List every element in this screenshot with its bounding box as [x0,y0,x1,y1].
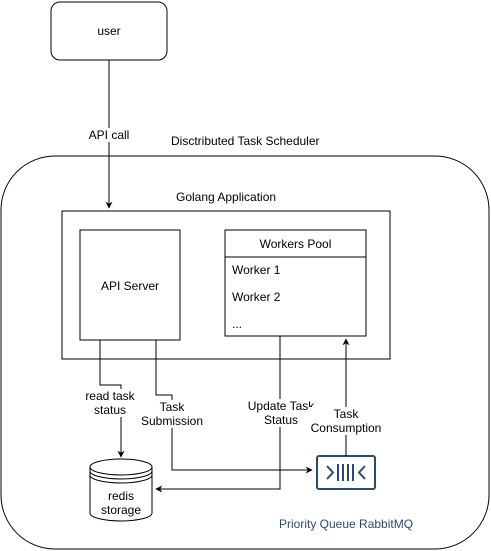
edge-label-line: Task [333,407,359,421]
edge-label-task-consumption: Task Consumption [308,407,384,435]
queue-label: Priority Queue RabbitMQ [279,517,414,531]
redis-storage-node [89,458,153,522]
edge-label-task-submission: Task Submission [140,400,204,428]
edge-label-line: Submission [140,414,204,428]
edge-label-line: Consumption [310,421,382,435]
redis-label-line2: storage [100,503,142,517]
edge-label-line: Status [263,413,299,427]
edge-label-read-task-status: read task status [78,389,142,417]
app-title: Golang Application [176,190,277,204]
queue-icon [316,455,376,490]
edge-label-line: read task [85,389,135,403]
api-server-node [79,229,181,341]
workers-pool-node [224,229,367,337]
scheduler-title: Disctributed Task Scheduler [171,134,320,148]
edge-read-task-status [99,340,125,458]
edge-label-line: Task [159,400,185,414]
edge-update-task-status [155,336,281,493]
api-server-label: API Server [100,279,160,293]
redis-label-line1: redis [107,489,134,503]
worker-item: Worker 2 [232,290,281,304]
worker-item: Worker 1 [232,263,281,277]
edge-label-line: status [93,403,126,417]
edge-label-api-call: API call [79,128,139,142]
user-label: user [97,24,121,38]
edge-label-update-task-status: Update Task Status [246,399,316,427]
edge-task-submission [155,340,313,474]
worker-item-ellipsis: ... [232,317,243,331]
workers-pool-title: Workers Pool [259,237,332,251]
edge-label-line: Update Task [247,399,315,413]
